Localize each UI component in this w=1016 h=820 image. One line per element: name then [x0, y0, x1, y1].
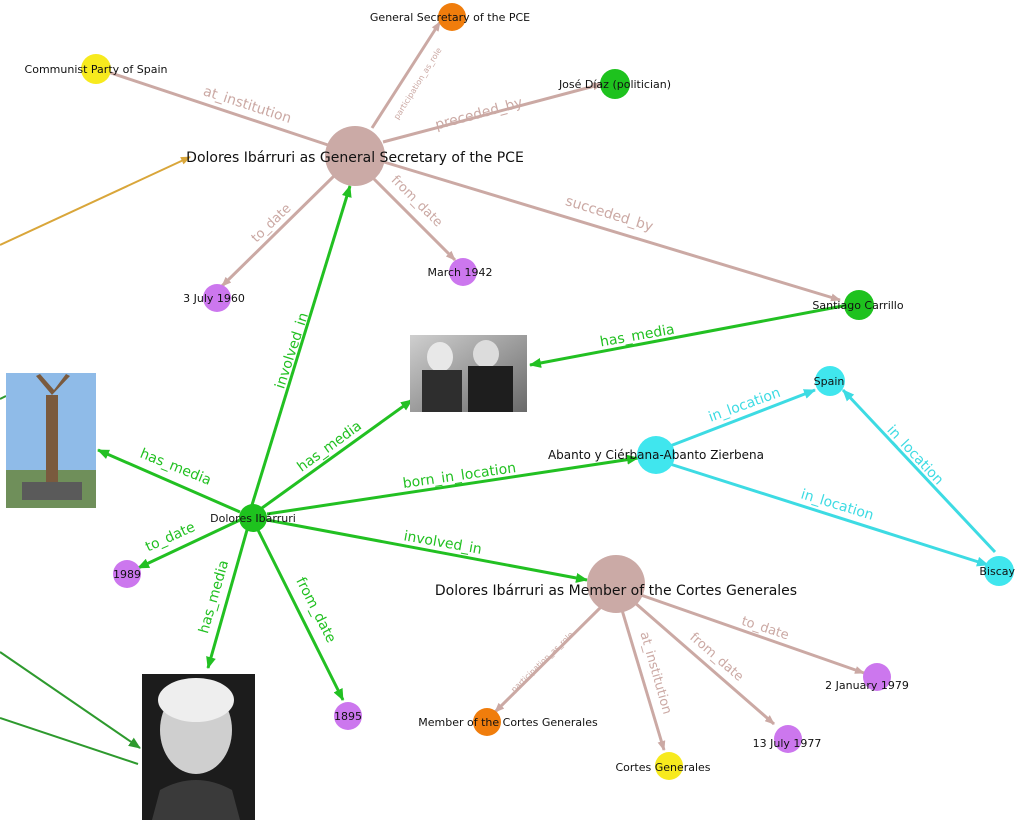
node-july1960[interactable] [203, 284, 231, 312]
edge-gs-participation [370, 21, 442, 129]
edge-label-biscay-spain: in_location [883, 422, 946, 488]
edge-carrillo-media [529, 303, 849, 368]
label-july1960: 3 July 1960 [183, 292, 245, 305]
node-cortes[interactable] [655, 752, 683, 780]
label-mc-event: Dolores Ibárruri as Member of the Cortes… [435, 583, 797, 599]
edge-d-media-statue [97, 448, 241, 514]
label-abanto: Abanto y Ciérbana-Abanto Zierbena [548, 448, 764, 462]
edge-abanto-spain [669, 388, 816, 448]
label-july1977: 13 July 1977 [753, 737, 822, 750]
edge-abanto-biscay [669, 462, 989, 567]
edge-d-involved-mc [266, 518, 588, 583]
label-gs-event: Dolores Ibárruri as General Secretary of… [186, 150, 524, 166]
node-jose-diaz[interactable] [600, 69, 630, 99]
label-gs-role: General Secretary of the PCE [370, 11, 530, 24]
label-jose-diaz: José Díaz (politician) [558, 78, 671, 91]
nodes [81, 3, 1014, 780]
node-1989[interactable] [113, 560, 141, 588]
edge-label-d-media-photo: has_media [294, 418, 364, 475]
photo-statue[interactable] [6, 373, 96, 508]
edge-mc-participation [493, 604, 604, 714]
node-carrillo[interactable] [844, 290, 874, 320]
node-pce[interactable] [81, 54, 111, 84]
node-mc-role[interactable] [473, 708, 501, 736]
edge-d-from-date [256, 529, 345, 701]
node-july1977[interactable] [774, 725, 802, 753]
node-y1895[interactable] [334, 702, 362, 730]
label-spain: Spain [814, 375, 845, 388]
edge-offscreen-to-portrait-1 [0, 651, 141, 749]
photo-dolores-carrillo[interactable] [410, 335, 527, 412]
node-spain[interactable] [815, 366, 845, 396]
edge-d-media-portrait [206, 529, 249, 669]
node-biscay[interactable] [984, 556, 1014, 586]
label-1989: 1989 [113, 568, 141, 581]
edge-gs-succeded [383, 160, 841, 302]
edges [0, 21, 997, 765]
edge-biscay-spain [841, 388, 997, 554]
photo-dolores-portrait[interactable] [142, 674, 255, 820]
node-abanto[interactable] [637, 436, 675, 474]
edge-d-media-photo [261, 398, 413, 510]
edge-label-gs-preceded: preceded_by [434, 95, 525, 134]
edge-mc-from-date [633, 600, 775, 726]
edge-label-gs-institution: at_institution [201, 83, 293, 127]
edge-mc-to-date [637, 592, 865, 675]
node-jan1979[interactable] [863, 663, 891, 691]
node-labels: General Secretary of the PCE Communist P… [25, 11, 1016, 774]
label-carrillo: Santiago Carrillo [812, 299, 903, 312]
edge-offscreen-to-gs [0, 156, 191, 246]
edge-d-born [266, 454, 639, 516]
label-march1942: March 1942 [427, 266, 492, 279]
edge-label-d-to-date: to_date [143, 519, 198, 555]
label-pce: Communist Party of Spain [25, 63, 168, 76]
edge-offscreen-to-portrait-2 [0, 717, 139, 765]
label-y1895: 1895 [334, 710, 362, 723]
label-biscay: Biscay [979, 565, 1015, 578]
edge-gs-preceded [382, 82, 603, 144]
node-gs-role[interactable] [438, 3, 466, 31]
edge-label-d-born: born_in_location [402, 460, 517, 492]
edge-gs-institution [107, 70, 329, 147]
edge-gs-from-date [370, 175, 457, 262]
label-mc-role: Member of the Cortes Generales [418, 716, 598, 729]
node-march1942[interactable] [449, 258, 477, 286]
label-cortes: Cortes Generales [615, 761, 710, 774]
edge-gs-to-date [220, 173, 337, 288]
edge-mc-institution [620, 609, 666, 751]
label-dolores: Dolores Ibárruri [210, 512, 296, 525]
label-jan1979: 2 January 1979 [825, 679, 909, 692]
node-mc-event[interactable] [587, 555, 645, 613]
edge-label-abanto-spain: in_location [707, 385, 783, 426]
node-gs-event[interactable] [325, 126, 385, 186]
edge-offscreen-to-statue [0, 395, 7, 400]
edge-label-mc-participation: participation_as_role [509, 630, 575, 694]
edge-d-to-date [137, 518, 241, 570]
edge-d-involved-gs [250, 185, 352, 506]
node-dolores[interactable] [239, 504, 267, 532]
